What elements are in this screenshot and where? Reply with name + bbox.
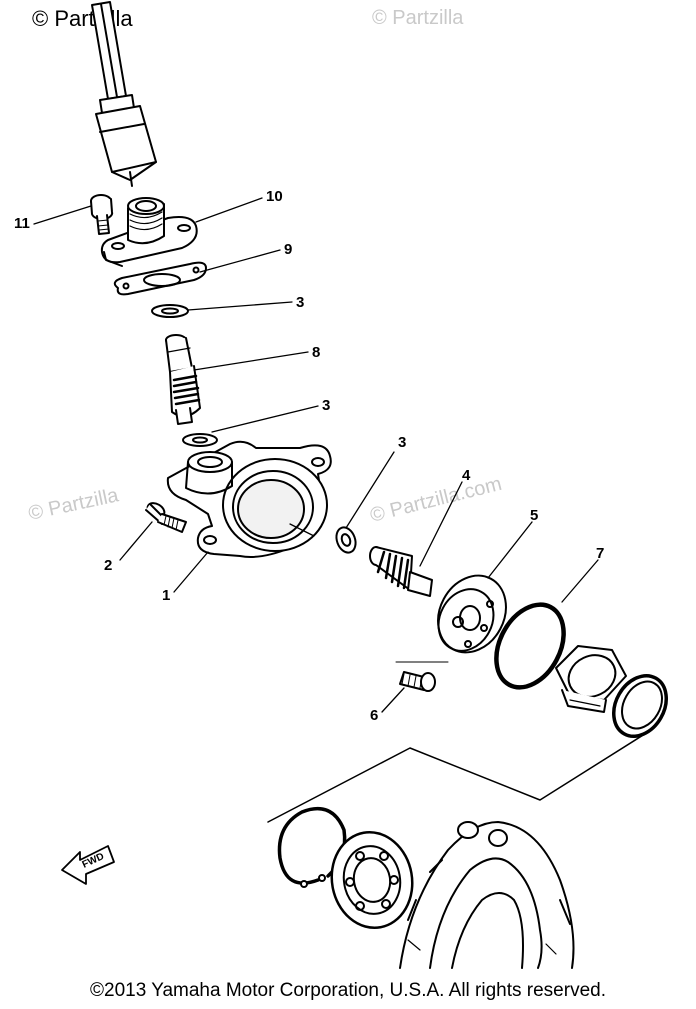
part-10-sleeve-flange [100, 197, 198, 267]
watermark-top-left: © Partzilla [32, 6, 133, 31]
callout-3-middle: 3 [322, 397, 330, 414]
washer-right [612, 674, 668, 738]
part-3-washer-middle [182, 433, 218, 447]
part-11-bolt [90, 194, 114, 235]
assembly-bracket [267, 731, 649, 823]
leader-lines [33, 197, 599, 713]
part-4-drive-gear [369, 546, 433, 597]
part-8-gear-shaft [165, 334, 201, 425]
part-2-bolt [145, 502, 187, 533]
part-3-washer-top [151, 304, 189, 318]
callout-2: 2 [104, 557, 112, 574]
part-1-gear-housing [166, 440, 332, 558]
callout-6: 6 [370, 707, 378, 724]
part-3-washer-right [335, 526, 357, 554]
callout-8: 8 [312, 344, 320, 361]
fwd-arrow-icon: FWD [61, 845, 115, 885]
callout-5: 5 [530, 507, 538, 524]
callout-3-top: 3 [296, 294, 304, 311]
watermark-mid-left: © Partzilla [26, 484, 121, 525]
bearing [330, 830, 414, 930]
callout-7: 7 [596, 545, 604, 562]
watermark-top-right: © Partzilla [372, 7, 464, 29]
part-9-gasket [113, 261, 207, 296]
part-6-screw [395, 661, 449, 692]
callout-11: 11 [14, 215, 30, 232]
callout-3-right: 3 [398, 434, 406, 451]
part-5-plate [437, 574, 507, 654]
speedometer-cable [91, 1, 157, 187]
copyright-notice: ©2013 Yamaha Motor Corporation, U.S.A. A… [90, 980, 606, 1001]
callout-9: 9 [284, 241, 292, 258]
callout-10: 10 [266, 188, 283, 205]
watermark-mid-right: © Partzilla.com [368, 473, 504, 527]
callout-4: 4 [462, 467, 471, 484]
callout-1: 1 [162, 587, 170, 604]
hub-casting [399, 821, 575, 969]
part-7-o-ring [494, 602, 566, 690]
nut [555, 645, 627, 713]
